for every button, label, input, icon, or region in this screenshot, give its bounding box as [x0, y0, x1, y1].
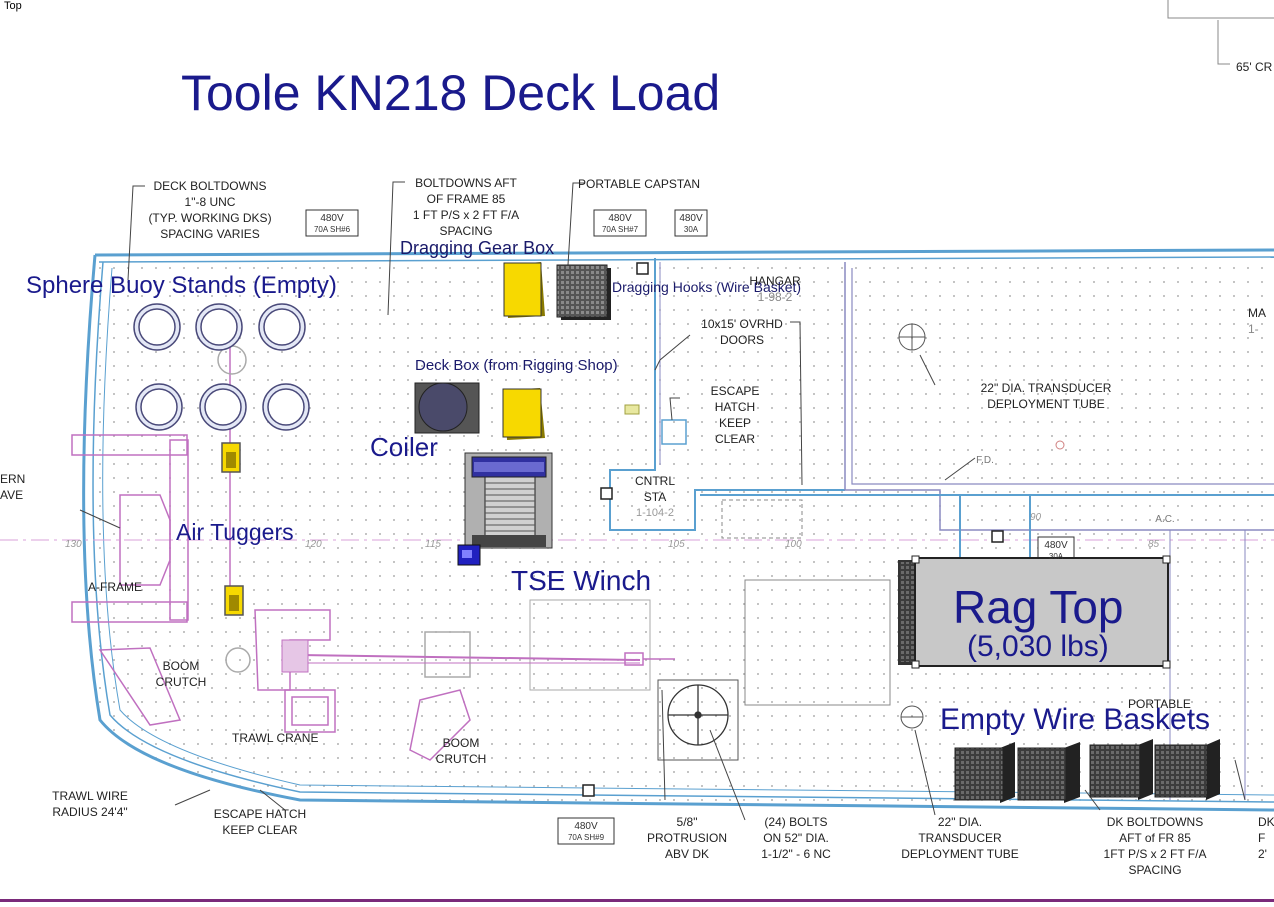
tse-winch-label: TSE Winch — [511, 565, 652, 596]
air-tuggers-label: Air Tuggers — [176, 519, 294, 545]
power-label: 480V — [679, 213, 703, 224]
rag-top-container — [898, 555, 1171, 669]
trawl-wire-note: TRAWL WIRE RADIUS 24'4" — [52, 789, 128, 819]
power-label: 30A — [1049, 552, 1064, 561]
deck-box-label: Deck Box (from Rigging Shop) — [415, 357, 618, 374]
frame-number: 120 — [305, 539, 322, 550]
sphere-buoy-stands — [133, 303, 310, 431]
empty-wire-baskets — [954, 739, 1220, 803]
power-label: 70A SH#6 — [314, 225, 351, 234]
hull-outline — [82, 248, 1274, 812]
transducer-bottom-note: 22" DIA. TRANSDUCER DEPLOYMENT TUBE — [901, 815, 1019, 861]
deck-box — [414, 382, 480, 434]
stern-sheave-note: ERN AVE — [0, 472, 26, 502]
frame-numbers: 130 120 115 105 100 90 85 — [65, 512, 1160, 550]
frame-number: 85 — [1148, 539, 1160, 550]
fd-label: F.D. — [976, 455, 994, 466]
ma-note: MA 1- — [1248, 306, 1266, 336]
sphere-buoy-stands-label: Sphere Buoy Stands (Empty) — [26, 272, 337, 299]
dk-right-note: DK F 2' — [1258, 815, 1274, 861]
frame-number: 130 — [65, 539, 82, 550]
power-label: 480V — [1044, 540, 1068, 551]
wire-basket — [1154, 739, 1220, 800]
crane-radius-marks — [1167, 0, 1274, 65]
boom-crutch-mid-note: BOOM CRUTCH — [435, 736, 487, 766]
hangar-note: HANGAR 1-98-2 — [749, 274, 801, 304]
escape-hatch-bottom-note: ESCAPE HATCH KEEP CLEAR — [213, 807, 307, 837]
power-label: 70A SH#9 — [568, 833, 605, 842]
control-station-note: CNTRL STA 1-104-2 — [634, 474, 675, 519]
trawl-crane-note: TRAWL CRANE — [232, 731, 319, 745]
power-label: 480V — [574, 821, 598, 832]
escape-hatch-note: ESCAPE HATCH KEEP CLEAR — [710, 384, 760, 446]
transducer-top-note: 22" DIA. TRANSDUCER DEPLOYMENT TUBE — [980, 381, 1112, 411]
tse-winch — [457, 452, 553, 566]
frame-number: 115 — [425, 539, 441, 550]
capstan-ring — [667, 684, 729, 746]
a-frame-note: A-FRAME — [88, 580, 142, 594]
power-label: 480V — [320, 213, 344, 224]
boltdowns-aft-note: BOLTDOWNS AFT OF FRAME 85 1 FT P/S x 2 F… — [412, 176, 520, 238]
dragging-hooks-label: Dragging Hooks (Wire Basket) — [612, 279, 802, 295]
wire-basket — [954, 742, 1015, 803]
air-tuggers — [221, 442, 244, 616]
frame-number: 90 — [1030, 512, 1042, 523]
coiler-label: Coiler — [370, 432, 438, 462]
bolts-note: (24) BOLTS ON 52" DIA. 1-1/2" - 6 NC — [761, 815, 831, 861]
rag-top-weight-label: (5,030 lbs) — [967, 630, 1109, 663]
frame-number: 105 — [668, 539, 685, 550]
escape-hatch-marker — [624, 404, 640, 415]
deck-boltdowns-note: DECK BOLTDOWNS 1"-8 UNC (TYP. WORKING DK… — [148, 179, 272, 241]
deckhouse-structure — [529, 258, 1274, 800]
dragging-gear-box-label: Dragging Gear Box — [400, 238, 555, 258]
frame-number: 100 — [785, 539, 802, 550]
dk-boltdowns-note: DK BOLTDOWNS AFT of FR 85 1FT P/S x 2 FT… — [1103, 815, 1207, 877]
rag-top-label: Rag Top — [953, 581, 1124, 633]
deck-fittings — [424, 262, 1004, 797]
gear-box-second — [502, 388, 545, 440]
dragging-gear-box — [503, 262, 545, 318]
dragging-hooks-wire-basket — [556, 264, 611, 320]
portable-capstan-note: PORTABLE CAPSTAN — [578, 177, 701, 191]
wire-basket — [1017, 742, 1080, 803]
overhead-doors-note: 10x15' OVRHD DOORS — [701, 317, 783, 347]
power-label: 70A SH#7 — [602, 225, 639, 234]
transducer-tubes — [898, 323, 1065, 729]
leader-lines — [79, 181, 1246, 821]
ac-label: A.C. — [1155, 514, 1174, 525]
protrusion-note: 5/8" PROTRUSION ABV DK — [646, 815, 727, 861]
wire-basket — [1089, 739, 1153, 800]
crane-radius-note: 65' CR — [1236, 60, 1273, 74]
boom-crutch-left-note: BOOM CRUTCH — [155, 659, 207, 689]
empty-wire-baskets-label: Empty Wire Baskets — [940, 703, 1211, 736]
window-bottom-edge — [0, 899, 1274, 902]
power-label: 30A — [684, 225, 699, 234]
trawl-crane-pedestal — [281, 639, 309, 673]
power-label: 480V — [608, 213, 632, 224]
page-title: Toole KN218 Deck Load — [181, 65, 721, 121]
view-label: Top — [4, 0, 22, 12]
portable-note: PORTABLE — [1128, 697, 1191, 711]
